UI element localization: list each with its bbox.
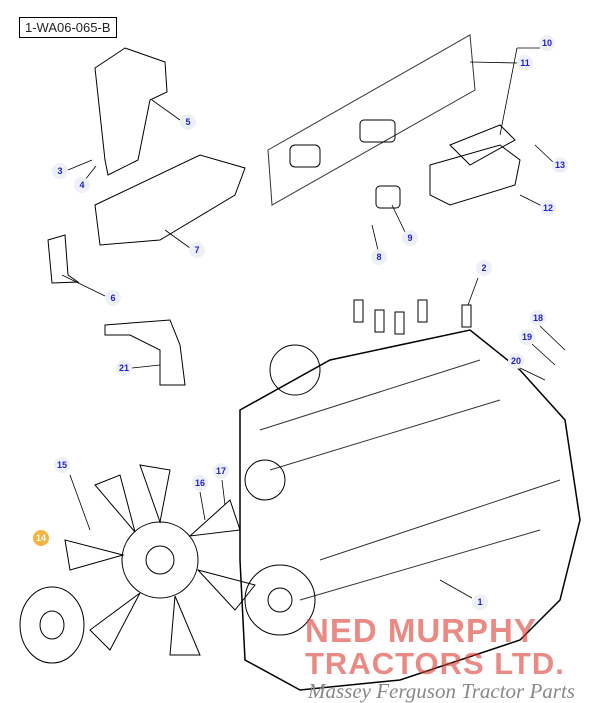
callout-3[interactable]: 3	[52, 163, 68, 179]
callout-19[interactable]: 19	[519, 329, 535, 345]
watermark-tagline: Massey Ferguson Tractor Parts	[308, 679, 575, 703]
part-cap	[375, 185, 401, 209]
part-fan	[64, 464, 256, 656]
callout-7[interactable]: 7	[189, 242, 205, 258]
callout-12[interactable]: 12	[540, 200, 556, 216]
callout-18[interactable]: 18	[530, 310, 546, 326]
callout-6[interactable]: 6	[105, 290, 121, 306]
callout-16[interactable]: 16	[192, 475, 208, 491]
part-tray	[94, 154, 246, 246]
part-bracket	[47, 234, 80, 284]
part-starter-body	[449, 124, 516, 166]
part-shield	[94, 47, 168, 176]
leader-lines	[61, 47, 566, 599]
callout-13[interactable]: 13	[552, 157, 568, 173]
callout-9[interactable]: 9	[402, 230, 418, 246]
callout-15[interactable]: 15	[54, 457, 70, 473]
part-starter	[429, 144, 521, 206]
watermark-line-1: NED MURPHY	[305, 612, 537, 649]
callout-4[interactable]: 4	[74, 177, 90, 193]
diagram-reference-code: 1-WA06-065-B	[19, 17, 117, 38]
callout-17[interactable]: 17	[213, 463, 229, 479]
callout-10[interactable]: 10	[539, 35, 555, 51]
callout-20[interactable]: 20	[508, 353, 524, 369]
pulley	[244, 564, 316, 636]
watermark-line-2: TRACTORS LTD.	[305, 646, 565, 681]
callout-2[interactable]: 2	[476, 260, 492, 276]
part-cover	[289, 144, 321, 168]
part-pins	[353, 299, 472, 335]
part-viscous-coupling	[19, 586, 85, 664]
part-solenoid	[359, 119, 396, 143]
engine-block	[239, 329, 581, 691]
callout-1[interactable]: 1	[472, 594, 488, 610]
callout-14-selected[interactable]: 14	[33, 530, 49, 546]
starter-kit-frame	[267, 34, 476, 206]
turbo	[269, 344, 321, 396]
callout-5[interactable]: 5	[180, 114, 196, 130]
part-support-bracket	[104, 319, 186, 386]
callout-11[interactable]: 11	[517, 55, 533, 71]
callout-21[interactable]: 21	[116, 360, 132, 376]
callout-8[interactable]: 8	[371, 249, 387, 265]
